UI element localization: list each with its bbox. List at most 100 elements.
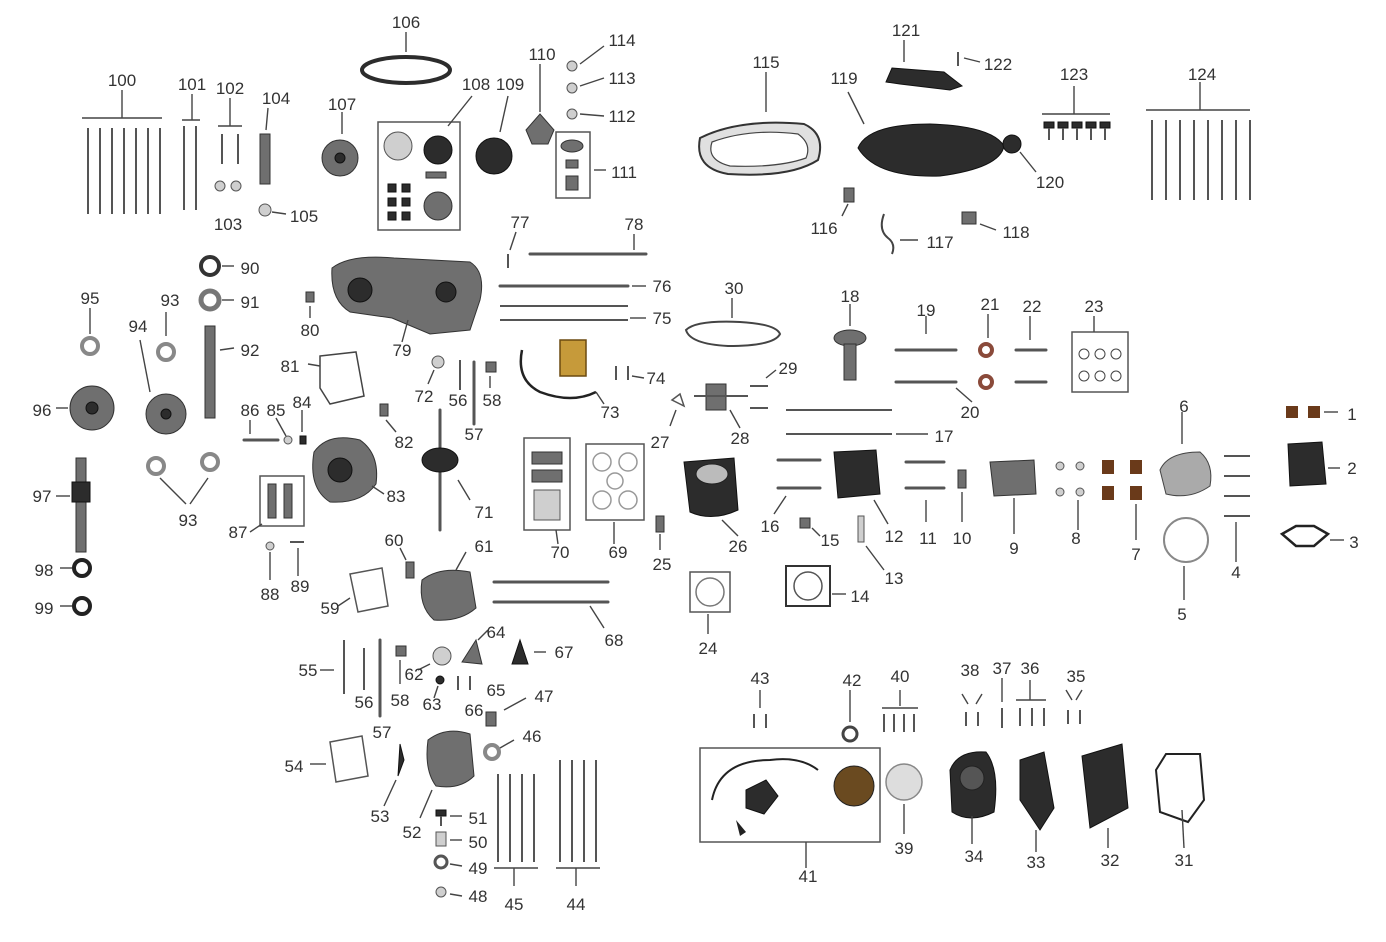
part-number-label: 106	[392, 13, 420, 32]
part-number-label: 56	[355, 693, 374, 712]
part-number-label: 44	[567, 895, 586, 914]
part-number-label: 1	[1347, 405, 1356, 424]
part-number-label: 49	[469, 859, 488, 878]
part-kits-69-70	[523, 437, 645, 545]
part-number-label: 34	[965, 847, 984, 866]
part-number-label: 63	[423, 695, 442, 714]
part-number-label: 60	[385, 531, 404, 550]
part-number-label: 68	[605, 631, 624, 650]
part-number-label: 7	[1131, 545, 1140, 564]
part-rocker-9	[989, 459, 1037, 534]
part-number-label: 40	[891, 667, 910, 686]
part-number-label: 102	[216, 79, 244, 98]
part-number-label: 43	[751, 669, 770, 688]
part-small-10-11-13-15	[799, 460, 967, 571]
part-number-label: 10	[953, 529, 972, 548]
part-number-label: 27	[651, 433, 670, 452]
part-shroud-32	[1081, 743, 1129, 848]
part-bolts-124	[1146, 82, 1251, 200]
part-camshaft-18	[833, 304, 867, 381]
part-number-label: 73	[601, 403, 620, 422]
part-number-label: 79	[393, 341, 412, 360]
part-number-label: 9	[1009, 539, 1018, 558]
part-group-bolt-104	[258, 107, 287, 217]
part-number-label: 57	[373, 723, 392, 742]
part-variator-kit-108	[377, 95, 473, 231]
part-number-label: 75	[653, 309, 672, 328]
part-gasket-14	[785, 565, 846, 607]
part-number-label: 105	[290, 207, 318, 226]
part-kit-87	[249, 475, 305, 533]
part-number-label: 53	[371, 807, 390, 826]
part-number-label: 88	[261, 585, 280, 604]
part-number-label: 122	[984, 55, 1012, 74]
part-number-label: 20	[961, 403, 980, 422]
part-small-82	[379, 403, 397, 433]
part-number-label: 82	[395, 433, 414, 452]
part-number-label: 103	[214, 215, 242, 234]
part-small-42-43	[753, 690, 859, 743]
part-number-label: 48	[469, 887, 488, 906]
part-number-label: 66	[465, 701, 484, 720]
part-gasket-81	[307, 351, 365, 405]
part-crankcase-79	[331, 256, 483, 343]
part-number-label: 3	[1349, 533, 1358, 552]
part-gear-110	[525, 64, 555, 145]
part-fan-cover-34	[949, 751, 997, 844]
part-number-label: 91	[241, 293, 260, 312]
part-rotor-39	[885, 763, 923, 834]
part-small-48-51	[433, 809, 463, 898]
part-number-label: 28	[731, 429, 750, 448]
part-number-label: 114	[608, 31, 635, 50]
part-number-label: 13	[885, 569, 904, 588]
part-small-55-58-lower	[320, 638, 407, 718]
part-number-label: 90	[241, 259, 260, 278]
part-number-label: 72	[415, 387, 434, 406]
part-number-label: 101	[178, 75, 206, 94]
part-number-label: 113	[608, 69, 635, 88]
part-number-label: 65	[487, 681, 506, 700]
part-number-label: 51	[469, 809, 488, 828]
part-number-label: 54	[285, 757, 304, 776]
part-number-label: 83	[387, 487, 406, 506]
part-number-label: 86	[241, 401, 260, 420]
part-cylinder-26	[683, 457, 739, 537]
part-bolts-4	[1224, 455, 1250, 562]
part-oring-5	[1163, 517, 1209, 600]
part-bracket-121	[885, 40, 964, 91]
part-number-label: 78	[625, 215, 644, 234]
part-number-label: 16	[761, 517, 780, 536]
part-number-label: 32	[1101, 851, 1120, 870]
part-number-label: 23	[1085, 297, 1104, 316]
part-number-label: 74	[647, 369, 666, 388]
part-number-label: 45	[505, 895, 524, 914]
part-number-label: 95	[81, 289, 100, 308]
part-number-label: 30	[725, 279, 744, 298]
part-number-label: 39	[895, 839, 914, 858]
part-number-label: 55	[299, 661, 318, 680]
part-bolts-40	[882, 690, 918, 732]
part-gears-62-67	[417, 629, 546, 699]
part-number-label: 99	[35, 599, 54, 618]
part-small-7-8	[1055, 460, 1142, 540]
part-starter-73	[519, 339, 645, 405]
part-number-label: 111	[611, 163, 637, 182]
part-shaft-97	[56, 457, 92, 616]
part-cables-75-78	[498, 231, 648, 321]
part-number-label: 19	[917, 301, 936, 320]
part-rods-68	[492, 580, 610, 629]
part-number-label: 41	[799, 867, 818, 886]
part-number-label: 124	[1188, 65, 1216, 84]
part-number-label: 96	[33, 401, 52, 420]
part-number-label: 56	[449, 391, 468, 410]
part-pulley-107	[321, 112, 359, 177]
part-number-label: 118	[1002, 223, 1029, 242]
part-kit-23	[1071, 316, 1129, 393]
part-number-label: 6	[1179, 397, 1188, 416]
part-small-46-47	[483, 697, 527, 761]
part-number-label: 11	[919, 529, 937, 548]
part-number-label: 94	[129, 317, 148, 336]
part-number-label: 21	[981, 295, 1000, 314]
